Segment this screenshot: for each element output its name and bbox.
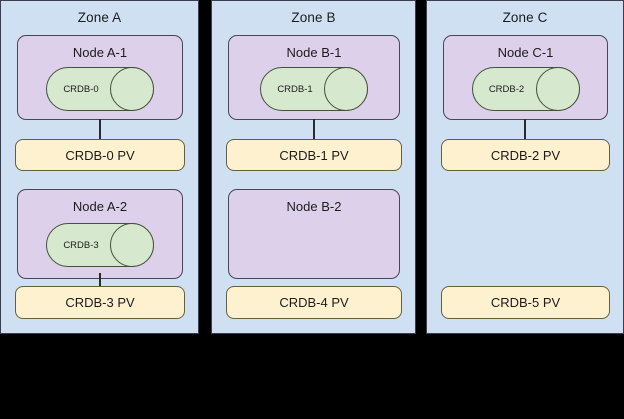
database-cylinder-crdb-0[interactable]: CRDB-0 bbox=[46, 67, 154, 111]
node-b-2-label: Node B-2 bbox=[286, 199, 342, 214]
node-a-2[interactable]: Node A-2 CRDB-3 bbox=[17, 189, 183, 279]
node-a-1[interactable]: Node A-1 CRDB-0 bbox=[17, 35, 183, 120]
zone-b-title: Zone B bbox=[291, 10, 336, 25]
pv-crdb-1-label: CRDB-1 PV bbox=[279, 147, 349, 163]
database-label-crdb-0: CRDB-0 bbox=[63, 83, 99, 95]
connector-node-a-1-to-pv bbox=[98, 119, 101, 141]
node-b-1[interactable]: Node B-1 CRDB-1 bbox=[228, 35, 400, 120]
node-a-2-label: Node A-2 bbox=[72, 199, 128, 214]
zone-c-title: Zone C bbox=[502, 10, 548, 25]
pv-crdb-0[interactable]: CRDB-0 PV bbox=[15, 139, 185, 171]
database-cylinder-crdb-1[interactable]: CRDB-1 bbox=[260, 67, 368, 111]
database-cylinder-crdb-2[interactable]: CRDB-2 bbox=[471, 67, 580, 111]
database-label-crdb-3: CRDB-3 bbox=[63, 239, 99, 251]
zone-c[interactable]: Zone C Node C-1 CRDB-2 CRDB-2 PV CRDB-5 … bbox=[426, 0, 624, 334]
connector-node-b-1-to-pv bbox=[312, 119, 315, 141]
zone-b[interactable]: Zone B Node B-1 CRDB-1 CRDB-1 PV Node B-… bbox=[211, 0, 416, 334]
cylinder-cap-icon bbox=[110, 67, 154, 111]
node-c-1-label: Node C-1 bbox=[497, 45, 554, 60]
pv-crdb-0-label: CRDB-0 PV bbox=[65, 147, 135, 163]
node-c-1[interactable]: Node C-1 CRDB-2 bbox=[443, 35, 608, 120]
cylinder-cap-icon bbox=[110, 223, 154, 267]
pv-crdb-2-label: CRDB-2 PV bbox=[490, 147, 561, 163]
pv-crdb-4[interactable]: CRDB-4 PV bbox=[226, 286, 402, 319]
pv-crdb-2[interactable]: CRDB-2 PV bbox=[441, 139, 610, 171]
zone-a-title: Zone A bbox=[77, 10, 122, 25]
database-label-crdb-1: CRDB-1 bbox=[277, 83, 313, 95]
database-label-crdb-2: CRDB-2 bbox=[488, 83, 525, 95]
cylinder-cap-icon bbox=[535, 67, 580, 111]
pv-crdb-1[interactable]: CRDB-1 PV bbox=[226, 139, 402, 171]
pv-crdb-3-label: CRDB-3 PV bbox=[65, 295, 135, 310]
node-b-1-label: Node B-1 bbox=[286, 45, 342, 60]
zone-a[interactable]: Zone A Node A-1 CRDB-0 CRDB-0 PV Node A-… bbox=[0, 0, 199, 334]
connector-node-a-2-to-pv bbox=[98, 273, 101, 288]
pv-crdb-5[interactable]: CRDB-5 PV bbox=[441, 286, 610, 319]
node-a-1-label: Node A-1 bbox=[72, 45, 128, 60]
pv-crdb-4-label: CRDB-4 PV bbox=[279, 295, 349, 310]
connector-node-c-1-to-pv bbox=[524, 119, 526, 141]
pv-crdb-3[interactable]: CRDB-3 PV bbox=[15, 286, 185, 319]
database-cylinder-crdb-3[interactable]: CRDB-3 bbox=[46, 223, 154, 267]
cylinder-cap-icon bbox=[324, 67, 368, 111]
node-b-2[interactable]: Node B-2 bbox=[228, 189, 400, 279]
pv-crdb-5-label: CRDB-5 PV bbox=[490, 295, 561, 310]
